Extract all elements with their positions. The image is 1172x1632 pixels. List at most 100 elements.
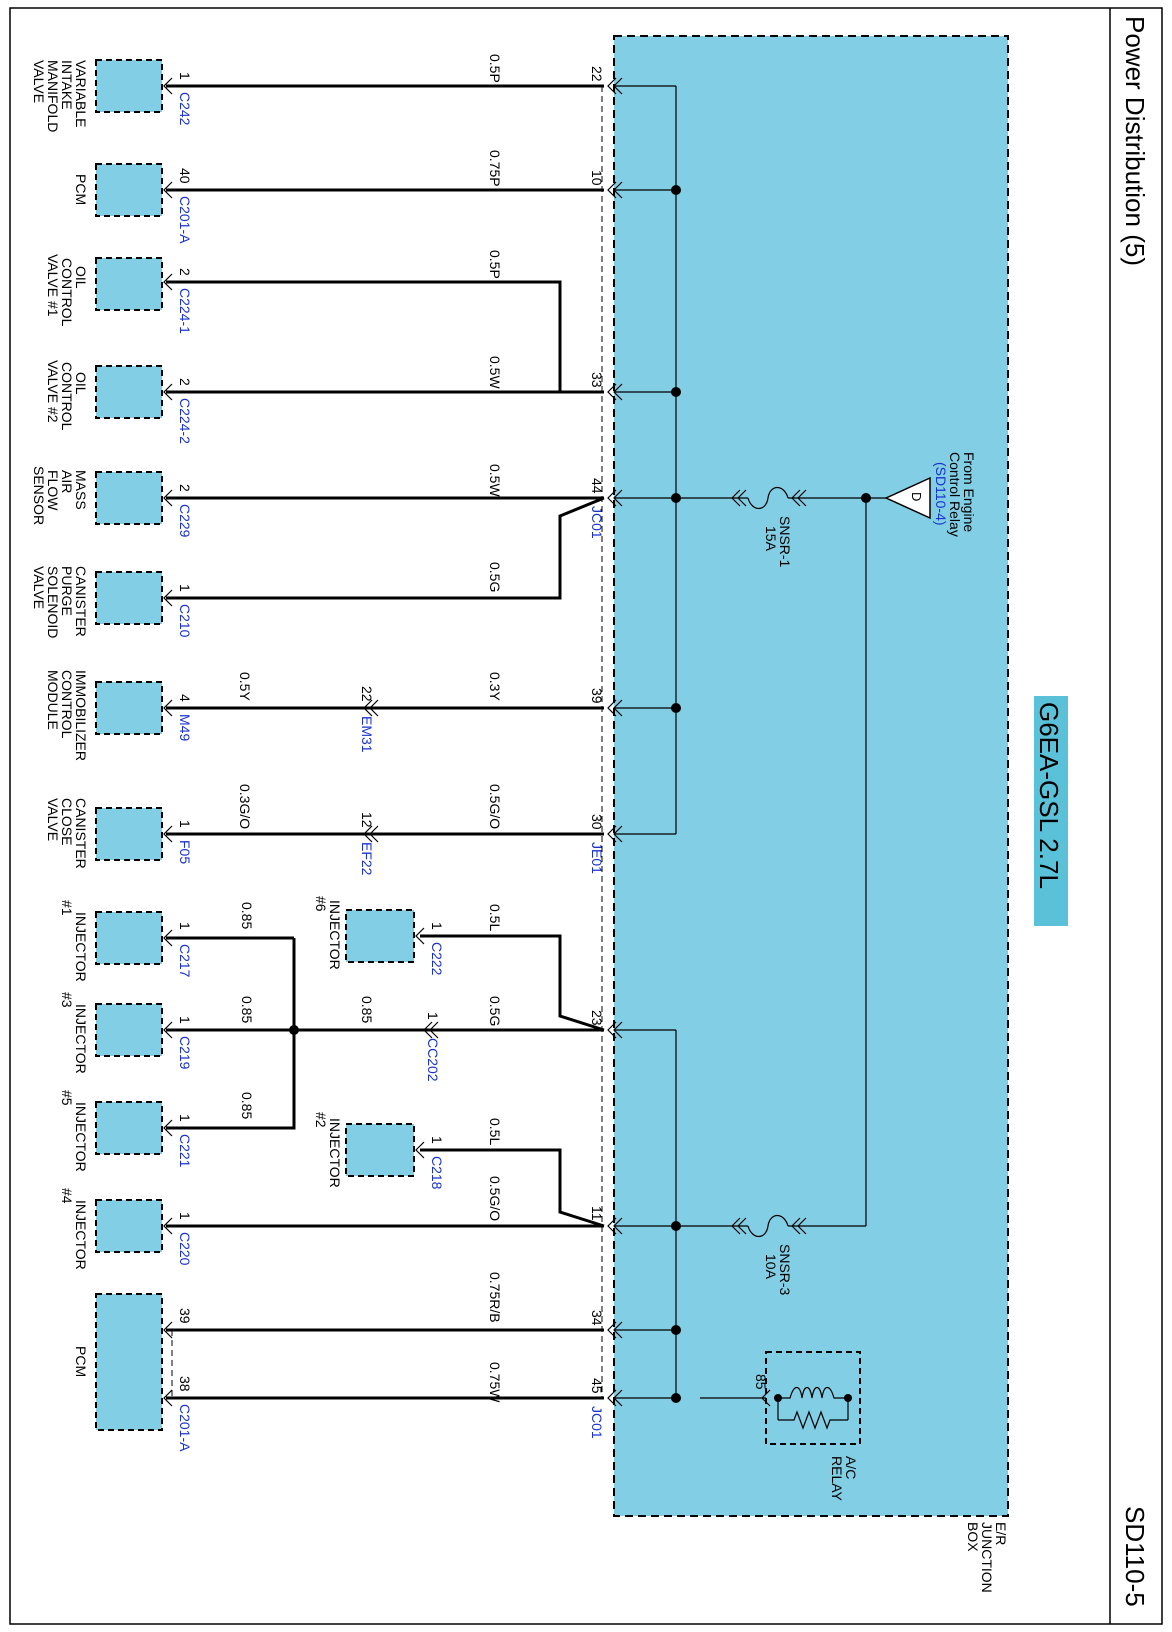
svg-text:#1: #1 xyxy=(59,900,75,916)
svg-text:CLOSE: CLOSE xyxy=(59,798,75,845)
component-injector-6: INJECTOR #6 xyxy=(313,896,343,970)
wire-color-f05-jb: 0.5G/O xyxy=(487,784,503,829)
conn-f05: F05 xyxy=(177,840,193,864)
svg-text:INJECTOR: INJECTOR xyxy=(73,1102,89,1172)
comp-pin-c217: 1 xyxy=(177,922,193,930)
component-chevrons xyxy=(163,77,425,1407)
svg-text:BOX: BOX xyxy=(965,1522,981,1552)
wire-color-c229: 0.5W xyxy=(487,464,503,497)
comp-pin-c224-2: 2 xyxy=(177,378,193,386)
comp-pin-f05: 1 xyxy=(177,820,193,828)
jb-conn-jc01-b: JC01 xyxy=(589,1406,605,1439)
svg-text:PCM: PCM xyxy=(73,1346,89,1377)
svg-text:FLOW: FLOW xyxy=(45,470,61,511)
wire-color-c224-2: 0.5W xyxy=(487,356,503,389)
fuse-snsr-3-name: SNSR-3 xyxy=(777,1244,793,1296)
conn-c220: C220 xyxy=(177,1232,193,1266)
ac-relay-label-1: A/C xyxy=(843,1456,859,1479)
svg-text:OIL: OIL xyxy=(73,266,89,289)
svg-text:PURGE: PURGE xyxy=(59,566,75,616)
fuse-snsr-3-rating: 10A xyxy=(763,1254,779,1280)
wire-c224-1 xyxy=(166,280,604,394)
component-pcm-bottom: PCM xyxy=(73,1346,89,1377)
source-label: From Engine Control Relay (SD110-4) xyxy=(933,452,977,537)
svg-text:AIR: AIR xyxy=(59,470,75,493)
jb-pin-11: 11 xyxy=(589,1206,605,1221)
wire-c218 xyxy=(420,1148,605,1228)
svg-text:INTAKE: INTAKE xyxy=(59,60,75,110)
svg-text:CANISTER: CANISTER xyxy=(73,798,89,869)
fuse-snsr-3-icon xyxy=(676,1214,810,1238)
inline-pin-ef22: 12 xyxy=(359,812,375,828)
jb-conn-jc01-a: JC01 xyxy=(589,506,605,539)
jb-pin-34: 34 xyxy=(589,1310,605,1326)
svg-text:VALVE: VALVE xyxy=(31,60,47,103)
svg-text:CONTROL: CONTROL xyxy=(59,362,75,431)
component-canister-purge-solenoid-valve: CANISTER PURGE SOLENOID VALVE xyxy=(31,566,89,638)
component-injector-2: INJECTOR #2 xyxy=(313,1112,343,1188)
wire-color-m49-comp: 0.5Y xyxy=(237,672,253,701)
comp-pin-c220: 1 xyxy=(177,1212,193,1220)
conn-c224-2: C224-2 xyxy=(177,398,193,444)
svg-text:INJECTOR: INJECTOR xyxy=(73,1004,89,1074)
component-injector-4: INJECTOR #4 xyxy=(59,1188,89,1270)
wire-color-inj3: 0.85 xyxy=(239,996,255,1023)
comp-pin-c224-1: 2 xyxy=(177,268,193,276)
conn-c242: C242 xyxy=(177,92,193,126)
conn-c222: C222 xyxy=(429,942,445,976)
component-variable-intake-manifold-valve: VARIABLE INTAKE MANIFOLD VALVE xyxy=(31,60,89,132)
svg-text:#6: #6 xyxy=(313,896,329,912)
component-injector-5: INJECTOR #5 xyxy=(59,1090,89,1172)
svg-text:MANIFOLD: MANIFOLD xyxy=(45,60,61,132)
inline-pin-em31: 22 xyxy=(359,686,375,702)
junction-box xyxy=(613,35,1009,1517)
wire-color-c242: 0.5P xyxy=(487,54,503,83)
svg-text:JUNCTION: JUNCTION xyxy=(979,1522,995,1593)
conn-c210: C210 xyxy=(177,604,193,638)
engine-label-box xyxy=(1034,696,1068,926)
wire-color-c210: 0.5G xyxy=(487,562,503,592)
svg-text:Control Relay: Control Relay xyxy=(947,452,963,537)
conn-c229: C229 xyxy=(177,504,193,538)
wire-c210 xyxy=(166,496,605,600)
jb-pin-33: 33 xyxy=(589,372,605,388)
svg-text:E/R: E/R xyxy=(993,1522,1009,1545)
wire-c222 xyxy=(420,934,605,1032)
wire-color-c224-1: 0.5P xyxy=(487,250,503,279)
jb-pin-23: 23 xyxy=(589,1010,605,1026)
page-title: Power Distribution (5) xyxy=(1120,16,1150,266)
component-mass-air-flow-sensor: MASS AIR FLOW SENSOR xyxy=(31,466,89,525)
svg-text:MASS: MASS xyxy=(73,470,89,510)
fuse-snsr-1-rating: 15A xyxy=(763,526,779,552)
component-injector-1: INJECTOR #1 xyxy=(59,900,89,982)
conn-c201-a-bottom: C201-A xyxy=(177,1404,193,1452)
ac-relay-pin: 85 xyxy=(753,1374,769,1390)
conn-m49: M49 xyxy=(177,714,193,741)
inline-conn-em31: EM31 xyxy=(359,716,375,753)
page-frame xyxy=(9,7,1163,1625)
inline-conn-ef22: EF22 xyxy=(359,842,375,876)
svg-text:#5: #5 xyxy=(59,1090,75,1106)
component-boxes xyxy=(95,59,415,1431)
svg-text:VALVE #2: VALVE #2 xyxy=(45,360,61,423)
wire-color-cc202-jb: 0.5G xyxy=(487,996,503,1026)
comp-pin-m49: 4 xyxy=(177,694,193,702)
jb-pin-39: 39 xyxy=(589,688,605,704)
jb-pin-22: 22 xyxy=(589,66,605,82)
svg-text:INJECTOR: INJECTOR xyxy=(73,1200,89,1270)
svg-text:CONTROL: CONTROL xyxy=(59,670,75,739)
source-symbol: D xyxy=(909,492,924,501)
comp-pin-c218: 1 xyxy=(429,1136,445,1144)
comp-pin-c221: 1 xyxy=(177,1114,193,1122)
comp-pin-c229: 2 xyxy=(177,484,193,492)
svg-text:From Engine: From Engine xyxy=(961,452,977,532)
svg-text:PCM: PCM xyxy=(73,174,89,205)
fuse-snsr-1-name: SNSR-1 xyxy=(777,516,793,568)
wire-color-pcm-39: 0.75R/B xyxy=(487,1272,503,1323)
jb-pin-30: 30 xyxy=(589,814,605,830)
svg-text:CANISTER: CANISTER xyxy=(73,566,89,637)
svg-text:OIL: OIL xyxy=(73,372,89,395)
svg-text:#2: #2 xyxy=(313,1112,329,1128)
svg-text:INJECTOR: INJECTOR xyxy=(327,900,343,970)
